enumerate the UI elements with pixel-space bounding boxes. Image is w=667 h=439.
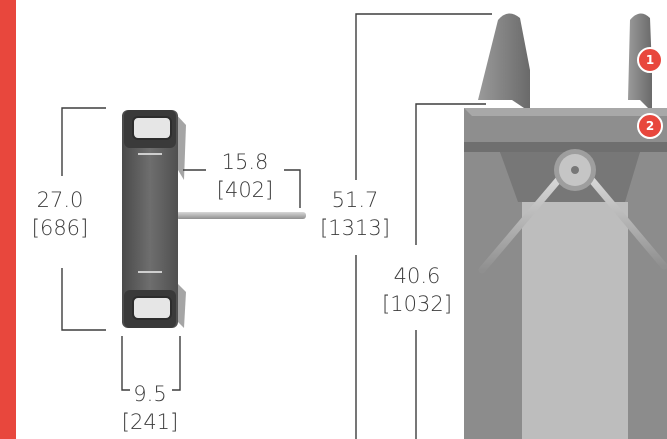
side-post [122,110,178,328]
arm-bracket-right [284,169,301,208]
front-arm-right [586,174,667,270]
front-left-fin [478,13,530,113]
arm-length-metric: [402] [216,178,274,202]
side-bottom-reader [132,296,172,320]
width-bracket-left [121,336,130,391]
side-view [122,110,306,328]
base-width-imperial: 9.5 [133,382,167,406]
overall-bracket-top [355,13,492,180]
front-center-panel [522,202,628,439]
overall-height-imperial: 51.7 [331,188,379,212]
arm-length-imperial: 15.8 [221,150,269,174]
callout-badge-2: 2 [637,113,663,139]
callout-badge-1: 1 [637,47,663,73]
accent-bar [0,0,16,439]
body-height-imperial: 40.6 [393,264,441,288]
width-bracket-right [172,336,181,391]
side-top-reader [132,116,172,140]
overall-height-metric: [1313] [320,216,390,240]
front-top-cover [464,108,667,142]
body-height-dimension: 40.6 [1032] [374,262,460,318]
front-top-cover-highlight [464,108,667,116]
side-height-metric: [686] [31,216,89,240]
base-width-dimension: 9.5 [241] [118,380,182,436]
side-height-dimension: 27.0 [686] [28,186,92,242]
body-height-metric: [1032] [382,292,452,316]
height-bracket-top [61,107,106,176]
front-hub-bolt [571,166,579,174]
height-bracket-bottom [61,268,106,331]
body-bracket-top [415,103,486,245]
side-arm [176,212,306,219]
side-dimension-lines [61,107,301,391]
base-width-metric: [241] [121,410,179,434]
arm-length-dimension: 15.8 [402] [208,148,282,204]
side-height-imperial: 27.0 [36,188,84,212]
front-arm-left [478,174,564,274]
front-view [464,13,667,439]
front-dimension-lines [355,13,492,439]
overall-height-dimension: 51.7 [1313] [312,186,398,242]
